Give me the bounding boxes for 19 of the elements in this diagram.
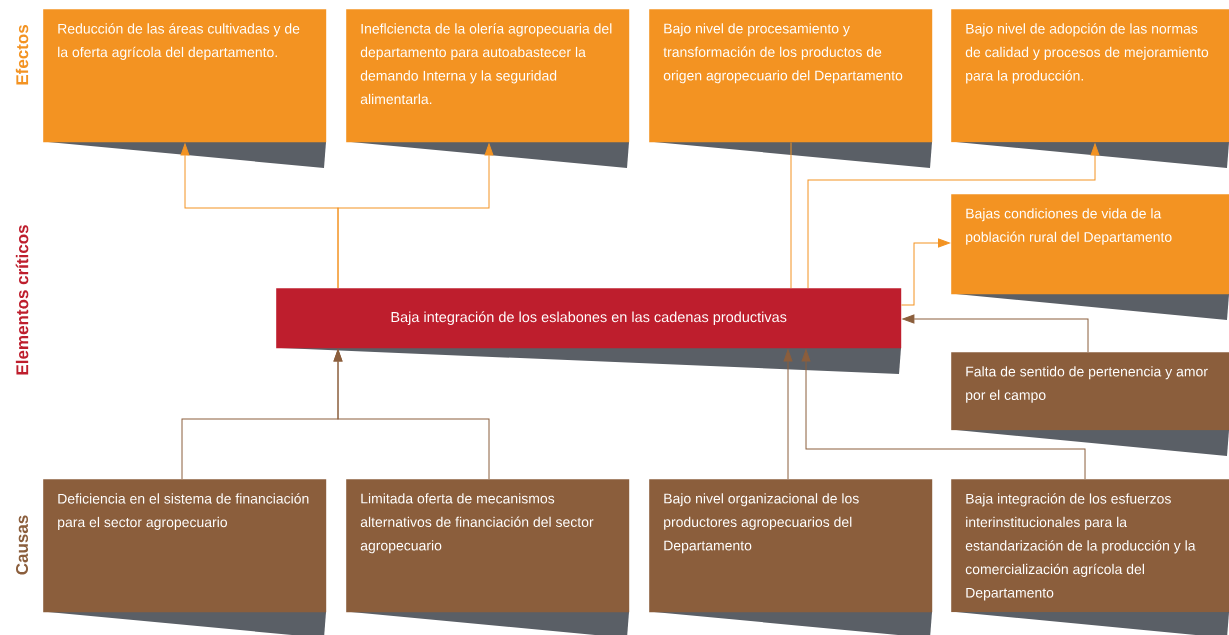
- effect-box: Bajo nivel de procesamiento y transformación de los productos de origen agropecuario del Departamento: [649, 9, 933, 168]
- problem-box: Baja integración de los eslabones en las cadenas productivas: [276, 288, 902, 374]
- cause-box: Bajo nivel organizacional de los productores agropecuarios del Departamento: [649, 479, 933, 635]
- arrow: [807, 143, 1100, 289]
- cause-box: Baja integración de los esfuerzos interinstitucionales para la estandarización de la producción y la comercialización agrícola del Departamento: [951, 479, 1229, 635]
- row-label: Elementos críticos: [15, 225, 29, 375]
- effect-box: Ineflciencta de la olería agropecuaria del departamento para autoabastecer la demando Interna y la seguridad alimentarla.: [346, 9, 630, 168]
- effect-box: Bajo nivel de adopción de las normas de calidad y procesos de mejoramiento para la producción.: [951, 9, 1229, 168]
- arrow: [333, 349, 490, 480]
- effect-box: Reducción de las áreas cultivadas y de la oferta agrícola del departamento.: [43, 9, 327, 168]
- arrow: [902, 314, 1089, 353]
- arrow: [337, 143, 494, 289]
- cause-box: Limitada oferta de mecanismos alternativos de financiación del sector agropecuario: [346, 479, 630, 635]
- arrow: [783, 349, 793, 480]
- cause-box: Falta de sentido de pertenencia y amor por el campo: [951, 352, 1229, 456]
- effect-box: Bajas condiciones de vida de la población rural del Departamento: [951, 194, 1229, 320]
- arrow: [900, 238, 950, 306]
- cause-box: Deficiencia en el sistema de financiación para el sector agropecuario: [43, 479, 327, 635]
- arrow: [801, 349, 1086, 480]
